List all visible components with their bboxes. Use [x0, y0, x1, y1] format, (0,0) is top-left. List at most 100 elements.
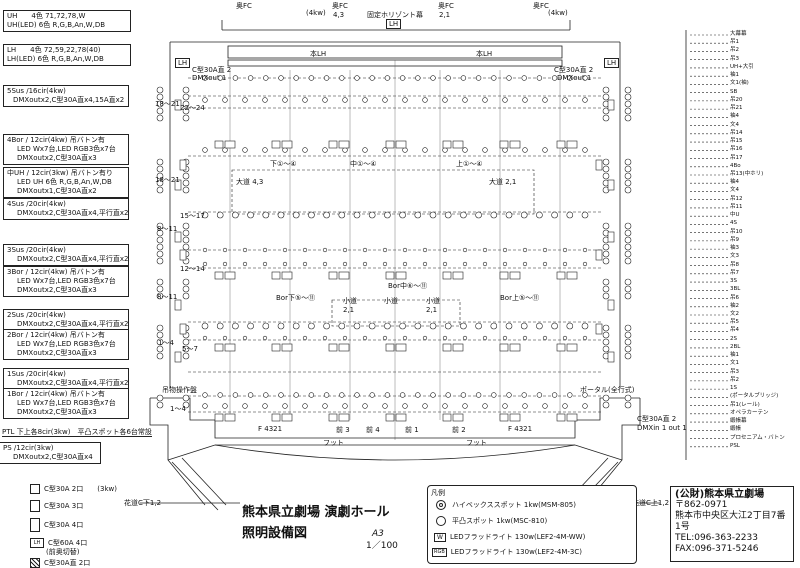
bor2-line-1: 2Bor / 12cir(4kw) 吊バトン有	[7, 331, 105, 339]
led-rgb-unit	[338, 271, 350, 280]
fixture-spot	[353, 211, 361, 219]
fixture-spot	[422, 147, 428, 153]
fixture-spot	[201, 322, 209, 330]
sus3-info-box: 3Sus /20cir(4kw) DMXoutx2,C型30A直x4,平行直x2	[3, 244, 129, 266]
fixture-spot	[338, 322, 346, 330]
connector-box	[607, 231, 615, 243]
fixture-spot	[202, 147, 208, 153]
fixture-spot	[308, 211, 315, 219]
fixture-spot	[322, 335, 328, 341]
fc-label-2: 奥FC	[332, 2, 348, 10]
sus4-line-2: DMXoutx2,C型30A直x4,平行直x2	[17, 209, 129, 217]
fixture-spot	[582, 335, 588, 341]
right-list-item: 吊1(レール)	[730, 401, 760, 408]
boom-spot	[602, 172, 610, 180]
fixture-spot	[402, 403, 408, 409]
connector-box	[174, 231, 182, 243]
boom-spot	[182, 345, 190, 353]
led-rgb-unit	[281, 140, 293, 149]
fixture-spot	[491, 392, 497, 398]
fixture-spot	[323, 322, 330, 330]
bor2-line-2: LED Wx7台,LED RGB3色x7台	[17, 340, 116, 348]
fixture-spot	[292, 322, 300, 330]
bor2-line-3: DMXoutx2,C型30A直x3	[17, 349, 97, 357]
connector-box	[174, 351, 182, 363]
boom-spot	[602, 285, 610, 293]
boom-spot	[156, 338, 164, 346]
fixture-spot	[216, 322, 224, 330]
boom-spot	[156, 165, 164, 173]
fixture-spot	[460, 75, 467, 81]
led-w-unit	[385, 271, 395, 280]
fixture-spot	[382, 147, 388, 153]
fixture-spot	[536, 392, 543, 398]
right-list-item: UH+大引	[730, 63, 754, 70]
led-rgb-unit	[566, 140, 578, 149]
fixture-spot	[522, 247, 528, 253]
ps-info-box: PS /12cir(3kw) DMXoutx2,C型30A直x4	[0, 442, 101, 464]
kodo-right: 小道	[426, 297, 440, 305]
fixture-spot	[482, 247, 488, 253]
fixture-spot	[362, 247, 368, 253]
fixture-spot	[567, 392, 573, 398]
fixture-spot	[582, 392, 588, 398]
fixed-curtain-label: 固定ホリゾント幕	[367, 11, 423, 19]
fixture-spot	[382, 97, 388, 103]
legend-item-hivex: ハイベックススポット 1kw(MSM-805)	[452, 501, 576, 509]
boom-spot	[156, 158, 164, 166]
boom-spot	[182, 394, 190, 402]
fixture-spot	[242, 335, 248, 341]
bor1-info-box: 1Bor / 12cir(4kw) 吊バトン有 LED Wx7台,LED RGB…	[3, 388, 129, 419]
side-num-12-14: 12～14	[180, 265, 205, 273]
led-w-unit	[214, 343, 224, 352]
fixture-spot	[536, 75, 543, 81]
fixture-spot	[202, 247, 208, 253]
right-list-item: 袖3	[730, 245, 739, 252]
connector-box	[179, 249, 187, 261]
fixture-spot	[338, 211, 346, 219]
fixture-spot	[582, 147, 588, 153]
connector-box	[607, 299, 615, 311]
fixture-spot	[429, 211, 437, 219]
fixture-spot	[302, 335, 308, 341]
right-list-item: 吊21	[730, 105, 743, 112]
fixture-spot	[247, 211, 254, 219]
legend-item-led-3c: LEDフラッドライト 130w(LEF2-4M-3C)	[450, 548, 582, 556]
hanamichi-right: 花道C上1,2	[632, 499, 670, 507]
fixture-spot	[278, 392, 284, 398]
right-list-item: 吊2	[730, 376, 739, 383]
fixture-spot	[502, 97, 508, 103]
fixture-spot	[462, 335, 468, 341]
fixture-spot	[582, 247, 588, 253]
fixture-spot	[542, 403, 548, 409]
legend-item-led-ww: LEDフラッドライト 130w(LEF2-4M-WW)	[449, 533, 586, 541]
uh-info-box: UH 4色 71,72,78,W UH(LED) 6色 R,G,B,An,W,D…	[3, 10, 131, 32]
boom-spot	[156, 401, 164, 409]
portal-label: ポータル(全行式)	[580, 386, 635, 394]
fixture-spot	[520, 211, 528, 219]
c30a2-3kw: (3kw)	[97, 485, 117, 493]
fixture-spot	[536, 322, 543, 330]
fixture-spot	[302, 261, 308, 267]
fixture-spot	[522, 403, 528, 409]
fixture-spot	[462, 97, 468, 103]
c30a4-symbol	[30, 518, 40, 532]
fixture-spot	[562, 97, 568, 103]
boom-spot	[602, 114, 610, 122]
bor4-line-1: 4Bor / 12cir(4kw) 吊バトン有	[7, 136, 105, 144]
fixture-spot	[201, 211, 209, 219]
right-list-item: 2BL	[730, 343, 741, 350]
side-num-5-7: 5～7	[182, 345, 198, 353]
fixture-spot	[262, 211, 270, 219]
fixture-spot	[342, 147, 348, 153]
daisashi-right: 大道 2,1	[489, 178, 517, 186]
fixture-spot	[490, 322, 498, 330]
sus2-line-1: 2Sus /20cir(4kw)	[7, 311, 66, 319]
bor-label-5: Bor中⑥～⑪	[388, 282, 428, 290]
fixture-spot	[282, 403, 288, 409]
fixture-spot	[567, 75, 573, 81]
fixture-spot	[442, 247, 448, 253]
fixture-spot	[562, 247, 568, 253]
bor3-info-box: 3Bor / 12cir(4kw) 吊バトン有 LED Wx7台,LED RGB…	[3, 266, 129, 297]
